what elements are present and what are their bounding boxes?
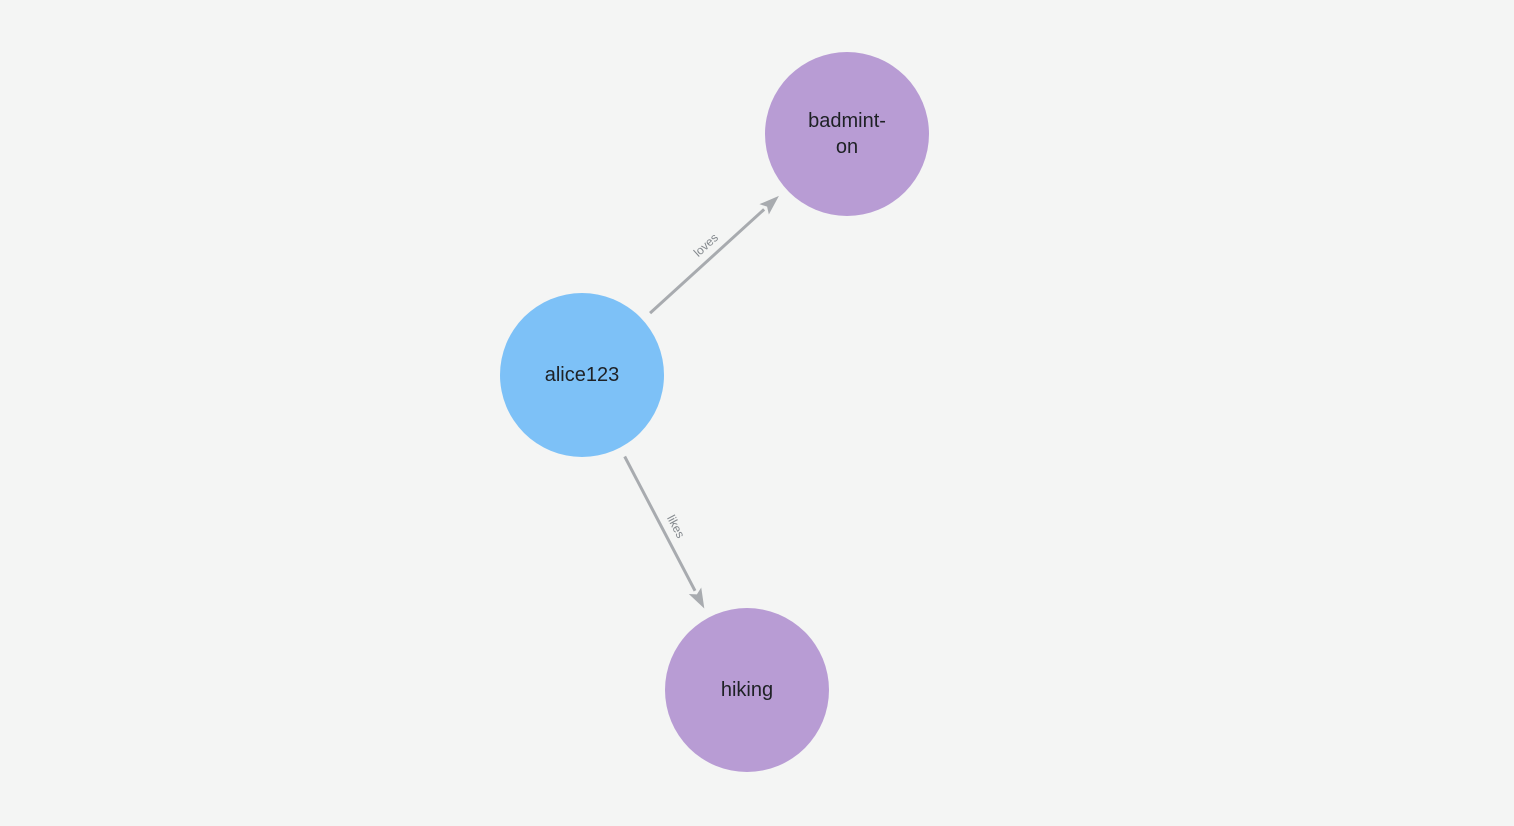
- edge-line[interactable]: [623, 455, 697, 592]
- arrowhead-icon: [759, 195, 779, 215]
- edge-line[interactable]: [649, 208, 766, 315]
- graph-edge-likes[interactable]: likes: [623, 455, 705, 609]
- node-label-line: hiking: [720, 679, 774, 701]
- graph-node-alice123[interactable]: alice123: [500, 293, 664, 457]
- graph-node-badminton[interactable]: badmint-on: [765, 52, 929, 216]
- node-label-line: alice123: [544, 364, 620, 386]
- graph-edge-loves[interactable]: loves: [649, 195, 779, 315]
- edge-label[interactable]: loves: [691, 230, 721, 259]
- arrowhead-icon: [688, 587, 705, 609]
- graph-node-hiking[interactable]: hiking: [665, 608, 829, 772]
- node-label-line: badmint-: [808, 110, 886, 132]
- node-label-line: on: [835, 136, 859, 158]
